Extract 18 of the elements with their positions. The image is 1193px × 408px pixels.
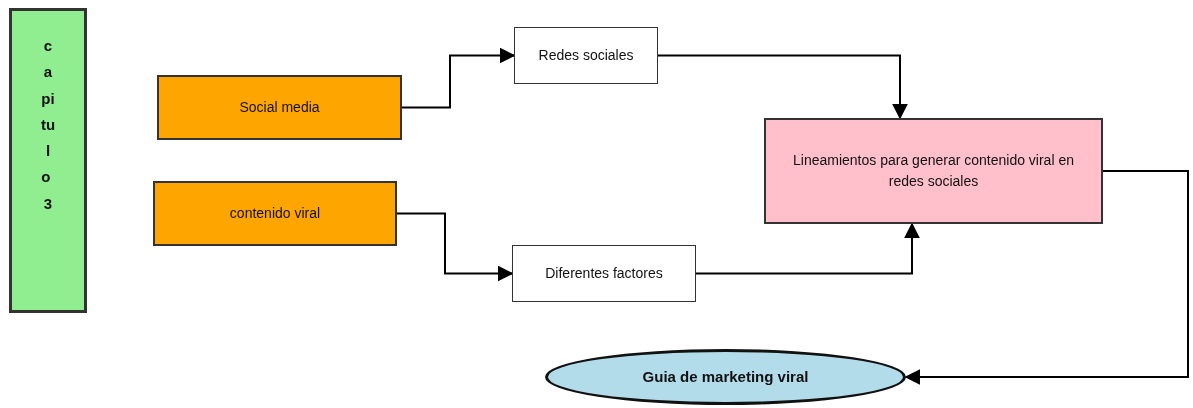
concept-box	[514, 27, 658, 84]
box-label: Guia de marketing viral	[642, 366, 809, 387]
arrow	[401, 47, 516, 109]
box-label: contenido viral	[229, 204, 321, 223]
chapter-box	[9, 8, 87, 313]
arrow	[695, 222, 920, 275]
box-label: Lineamientos para generar contenido viral en redes sociales	[792, 151, 1075, 191]
arrow	[657, 54, 908, 120]
result-box	[764, 118, 1103, 224]
arrow	[904, 170, 1189, 385]
concept-box	[512, 245, 696, 302]
box-label: Diferentes factores	[545, 264, 663, 283]
box-label: Redes sociales	[538, 46, 634, 65]
box-label: Social media	[239, 98, 320, 117]
topic-box	[157, 75, 402, 140]
topic-box	[153, 181, 397, 246]
arrow	[396, 212, 514, 282]
vertical-label: capitulo 3	[40, 36, 56, 214]
